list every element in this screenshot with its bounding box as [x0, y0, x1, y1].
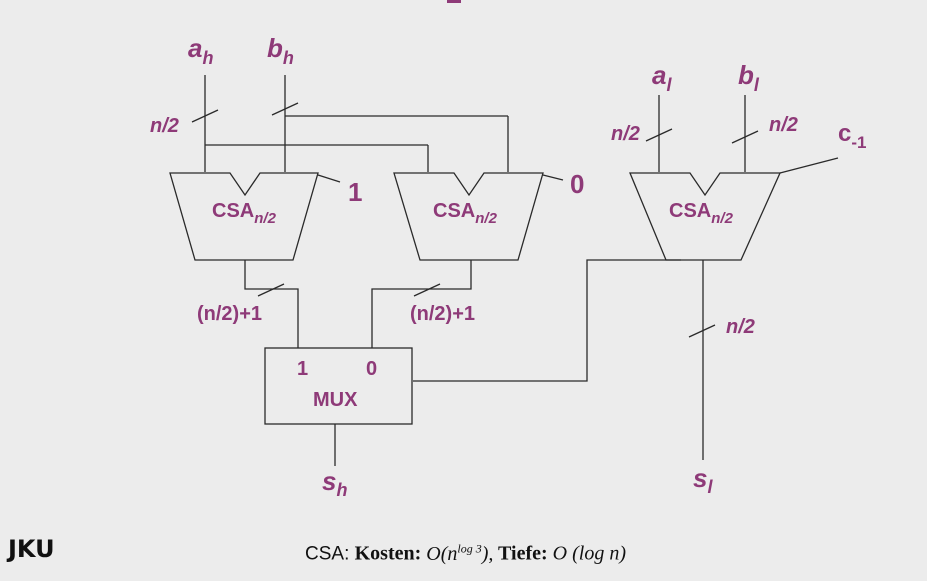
bus-label-a-low: n/2 [611, 123, 640, 145]
mux-block [264, 347, 413, 425]
csa-block-high-carry1 [169, 172, 319, 261]
bus-label-a-high: n/2 [150, 115, 179, 137]
bus-label-carry0-out: (n/2)+1 [410, 303, 475, 325]
bus-label-sum-low: n/2 [726, 316, 755, 338]
csa-label-low: CSAn/2 [669, 200, 734, 227]
mux-input-0-label: 0 [366, 358, 377, 380]
label-sum-low: sl [693, 463, 713, 497]
caption-depth-label: Tiefe: [493, 542, 548, 565]
csa-block-low [629, 172, 782, 261]
csa-label-high-carry1: CSAn/2 [212, 200, 277, 227]
label-a-low: al [652, 60, 672, 95]
cost-caption: CSA: Kosten: O(nlog 3), Tiefe: O (log n) [305, 541, 626, 566]
mux-label: MUX [313, 389, 358, 411]
caption-depth-value: O (log n) [547, 542, 626, 565]
caption-cost-label: Kosten: [354, 542, 422, 565]
label-carry-in: c-1 [838, 120, 866, 152]
wires [204, 75, 839, 466]
carry-constant-zero: 0 [570, 169, 584, 199]
bus-width-marks [191, 102, 759, 338]
bus-label-carry1-out: (n/2)+1 [197, 303, 262, 325]
label-b-high: bh [267, 33, 294, 68]
label-sum-high: sh [322, 466, 347, 500]
cut-off-title-glyph [447, 0, 461, 3]
bus-label-b-low: n/2 [769, 114, 798, 136]
csa-block-high-carry0 [393, 172, 544, 261]
caption-prefix: CSA: [305, 543, 355, 565]
mux-input-1-label: 1 [297, 358, 308, 380]
csa-label-high-carry0: CSAn/2 [433, 200, 498, 227]
label-b-low: bl [738, 60, 760, 95]
carry-constant-one: 1 [348, 177, 362, 207]
label-a-high: ah [188, 33, 213, 68]
caption-cost-value: O(nlog 3), [421, 541, 494, 565]
jku-logo: JKU [8, 535, 55, 563]
